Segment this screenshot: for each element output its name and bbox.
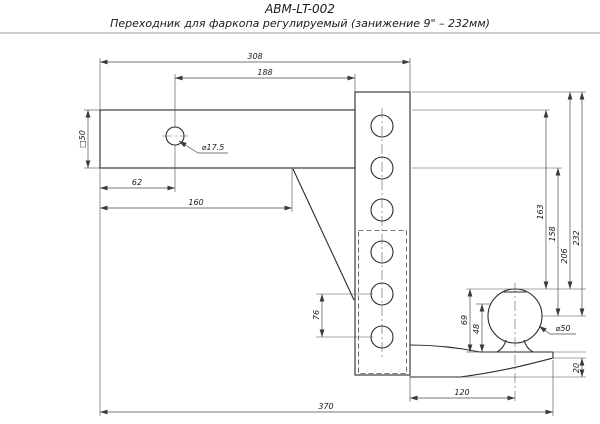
dim-drop-b: 158 bbox=[548, 226, 557, 241]
dim-overall-top: 308 bbox=[247, 52, 262, 61]
part-outlines bbox=[99, 91, 554, 378]
dim-ball-offset: 120 bbox=[454, 388, 469, 397]
ball-neck-left bbox=[496, 339, 507, 353]
support-brace bbox=[292, 168, 355, 301]
mount-arm-top bbox=[409, 344, 481, 353]
dim-neck-rise: 48 bbox=[472, 324, 481, 334]
centerlines bbox=[162, 108, 516, 403]
ball-neck-right bbox=[523, 339, 534, 353]
shank-bar bbox=[99, 109, 356, 169]
dim-drop-c: 206 bbox=[560, 248, 569, 263]
dim-shank-section: □50 bbox=[78, 130, 87, 148]
leader-line bbox=[538, 325, 551, 335]
hidden-slider-outline bbox=[358, 230, 407, 374]
adjustment-channel bbox=[354, 91, 411, 376]
dimensions: 308 188 □50 ⌀17.5 62 160 76 163 158 206 … bbox=[78, 52, 585, 415]
dim-drop-a: 163 bbox=[536, 204, 545, 219]
dim-shank-length: 160 bbox=[188, 198, 203, 207]
leader-line bbox=[178, 140, 199, 154]
drawing-title: Переходник для фаркопа регулируемый (зан… bbox=[110, 17, 490, 30]
ball-mount bbox=[409, 288, 554, 378]
dim-overall-length: 370 bbox=[318, 402, 333, 411]
dim-hole-pitch: 76 bbox=[312, 310, 321, 320]
dim-pin-hole: ⌀17.5 bbox=[202, 143, 225, 152]
dim-ball-rise: 69 bbox=[460, 315, 469, 325]
dim-pin-offset: 62 bbox=[132, 178, 142, 187]
drawing-number: ABM-LT-002 bbox=[264, 2, 335, 16]
dim-end-rise: 20 bbox=[572, 363, 581, 373]
dim-shank-to-channel: 188 bbox=[257, 68, 272, 77]
dim-drop-d: 232 bbox=[572, 230, 581, 245]
dim-ball-dia: ⌀50 bbox=[556, 324, 571, 333]
extension-lines bbox=[84, 58, 586, 416]
mount-arm-bottom bbox=[410, 357, 554, 378]
